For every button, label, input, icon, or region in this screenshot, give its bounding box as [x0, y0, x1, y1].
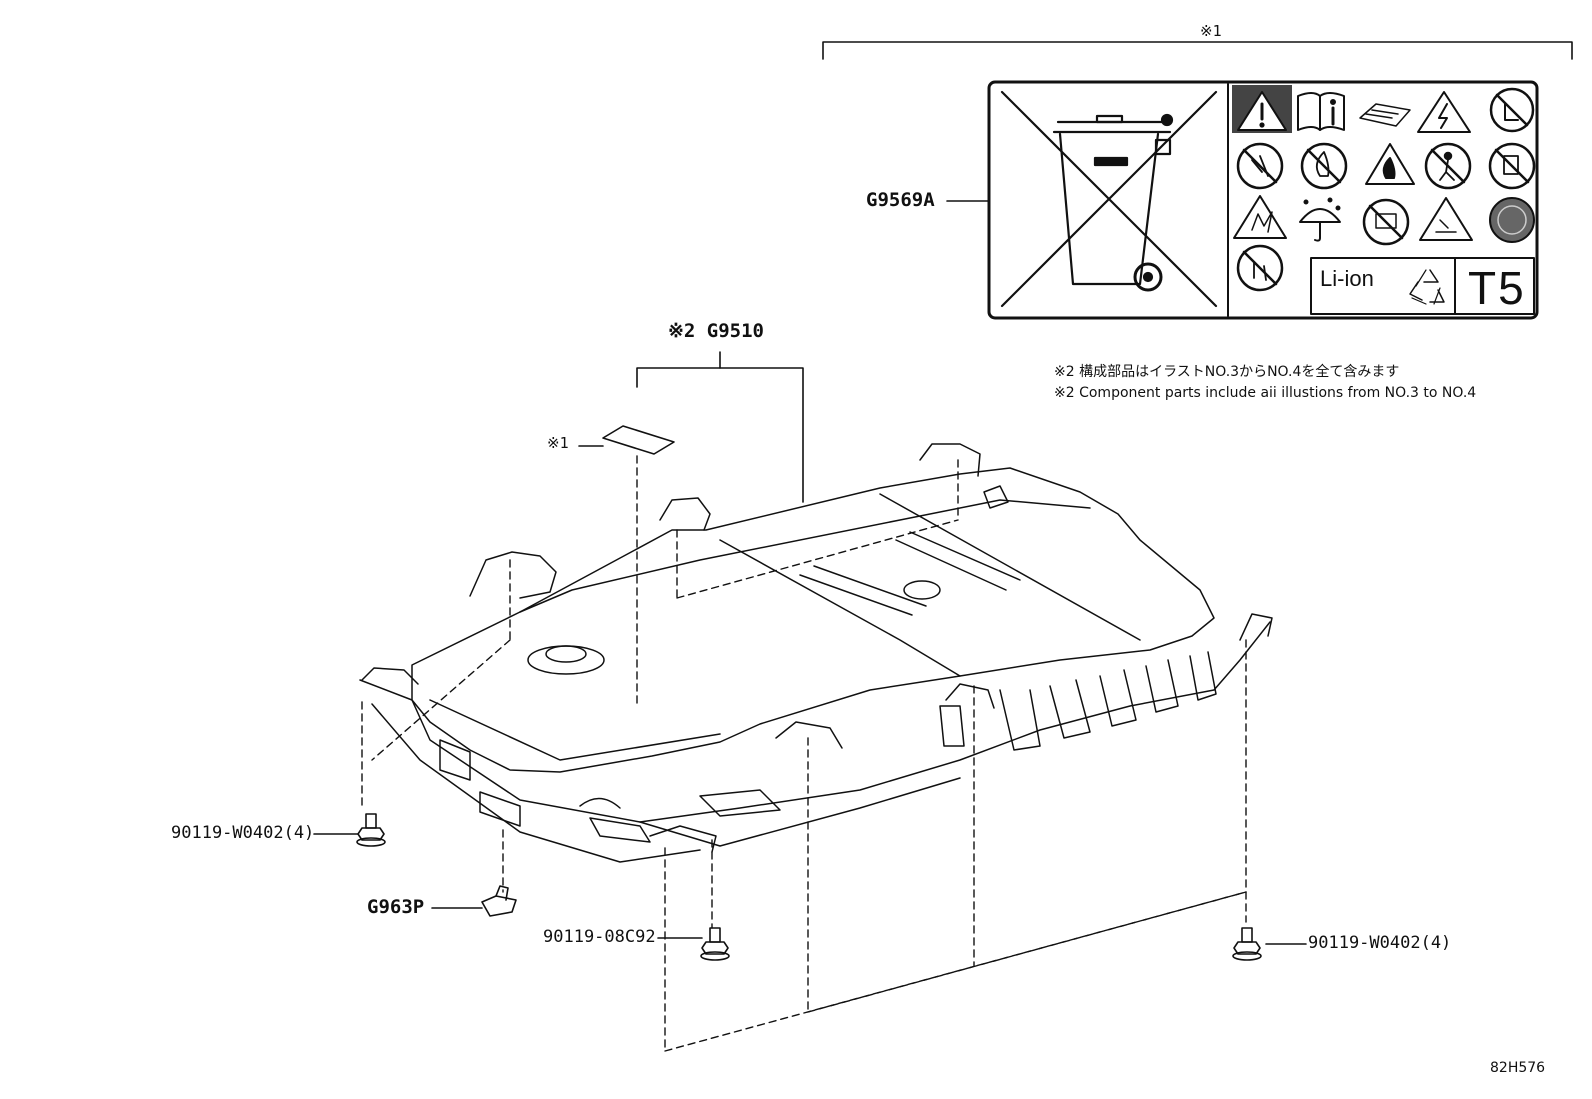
crossed-wheelie-bin-icon: [1000, 90, 1218, 308]
note1-top-label: ※1: [1200, 22, 1222, 40]
bolt-center-label[interactable]: 90119-08C92: [543, 927, 656, 947]
explosion-icon: [1233, 195, 1287, 239]
g9569a-label[interactable]: G9569A: [866, 189, 935, 211]
g9510-label[interactable]: ※2 G9510: [668, 320, 764, 342]
small-label-sheet: [578, 425, 675, 455]
manual-book-icon: [1359, 103, 1411, 127]
bolt-right-label[interactable]: 90119-W0402(4): [1308, 933, 1452, 953]
corrosive-icon: [1419, 197, 1473, 241]
bolt-center-icon: [700, 927, 730, 961]
dashed-leaders: [361, 455, 1247, 1052]
grade-t5-text: T5: [1468, 262, 1526, 314]
note2-japanese: ※2 構成部品はイラストNO.3からNO.4を全て含みます: [1054, 364, 1400, 380]
g963p-label[interactable]: G963P: [367, 896, 425, 918]
battery-label-panel[interactable]: [987, 80, 1539, 320]
part-leaders: [313, 833, 1307, 945]
no-short-circuit-icon: [1362, 198, 1410, 246]
read-manual-icon: [1297, 92, 1345, 131]
warning-icon: [1232, 85, 1292, 133]
battery-pack: [359, 443, 1273, 863]
recycle-disc-icon: [1489, 197, 1535, 243]
no-fire-icon: [1300, 142, 1348, 190]
note1-sheet-label: ※1: [547, 434, 569, 452]
li-ion-text: Li-ion: [1320, 266, 1374, 291]
no-water-icon: [1488, 142, 1536, 190]
recycle-icon: [1409, 269, 1445, 305]
bolt-left-label[interactable]: 90119-W0402(4): [171, 823, 315, 843]
g9510-bracket: [636, 351, 804, 503]
flammable-icon: [1365, 143, 1415, 185]
figure-reference: 82H576: [1490, 1060, 1546, 1076]
clip-g963p-icon: [481, 885, 517, 917]
keep-away-children-icon: [1236, 244, 1284, 292]
no-disassembly-icon: [1236, 142, 1284, 190]
no-step-icon: [1424, 142, 1472, 190]
high-voltage-icon: [1417, 91, 1471, 133]
note1-bracket: [822, 41, 1573, 60]
bolt-left-icon: [356, 813, 386, 847]
keep-dry-icon: [1299, 197, 1341, 242]
no-touch-icon: [1489, 87, 1535, 133]
note2-english: ※2 Component parts include aii illustion…: [1054, 385, 1477, 401]
bolt-right-icon: [1232, 927, 1262, 961]
